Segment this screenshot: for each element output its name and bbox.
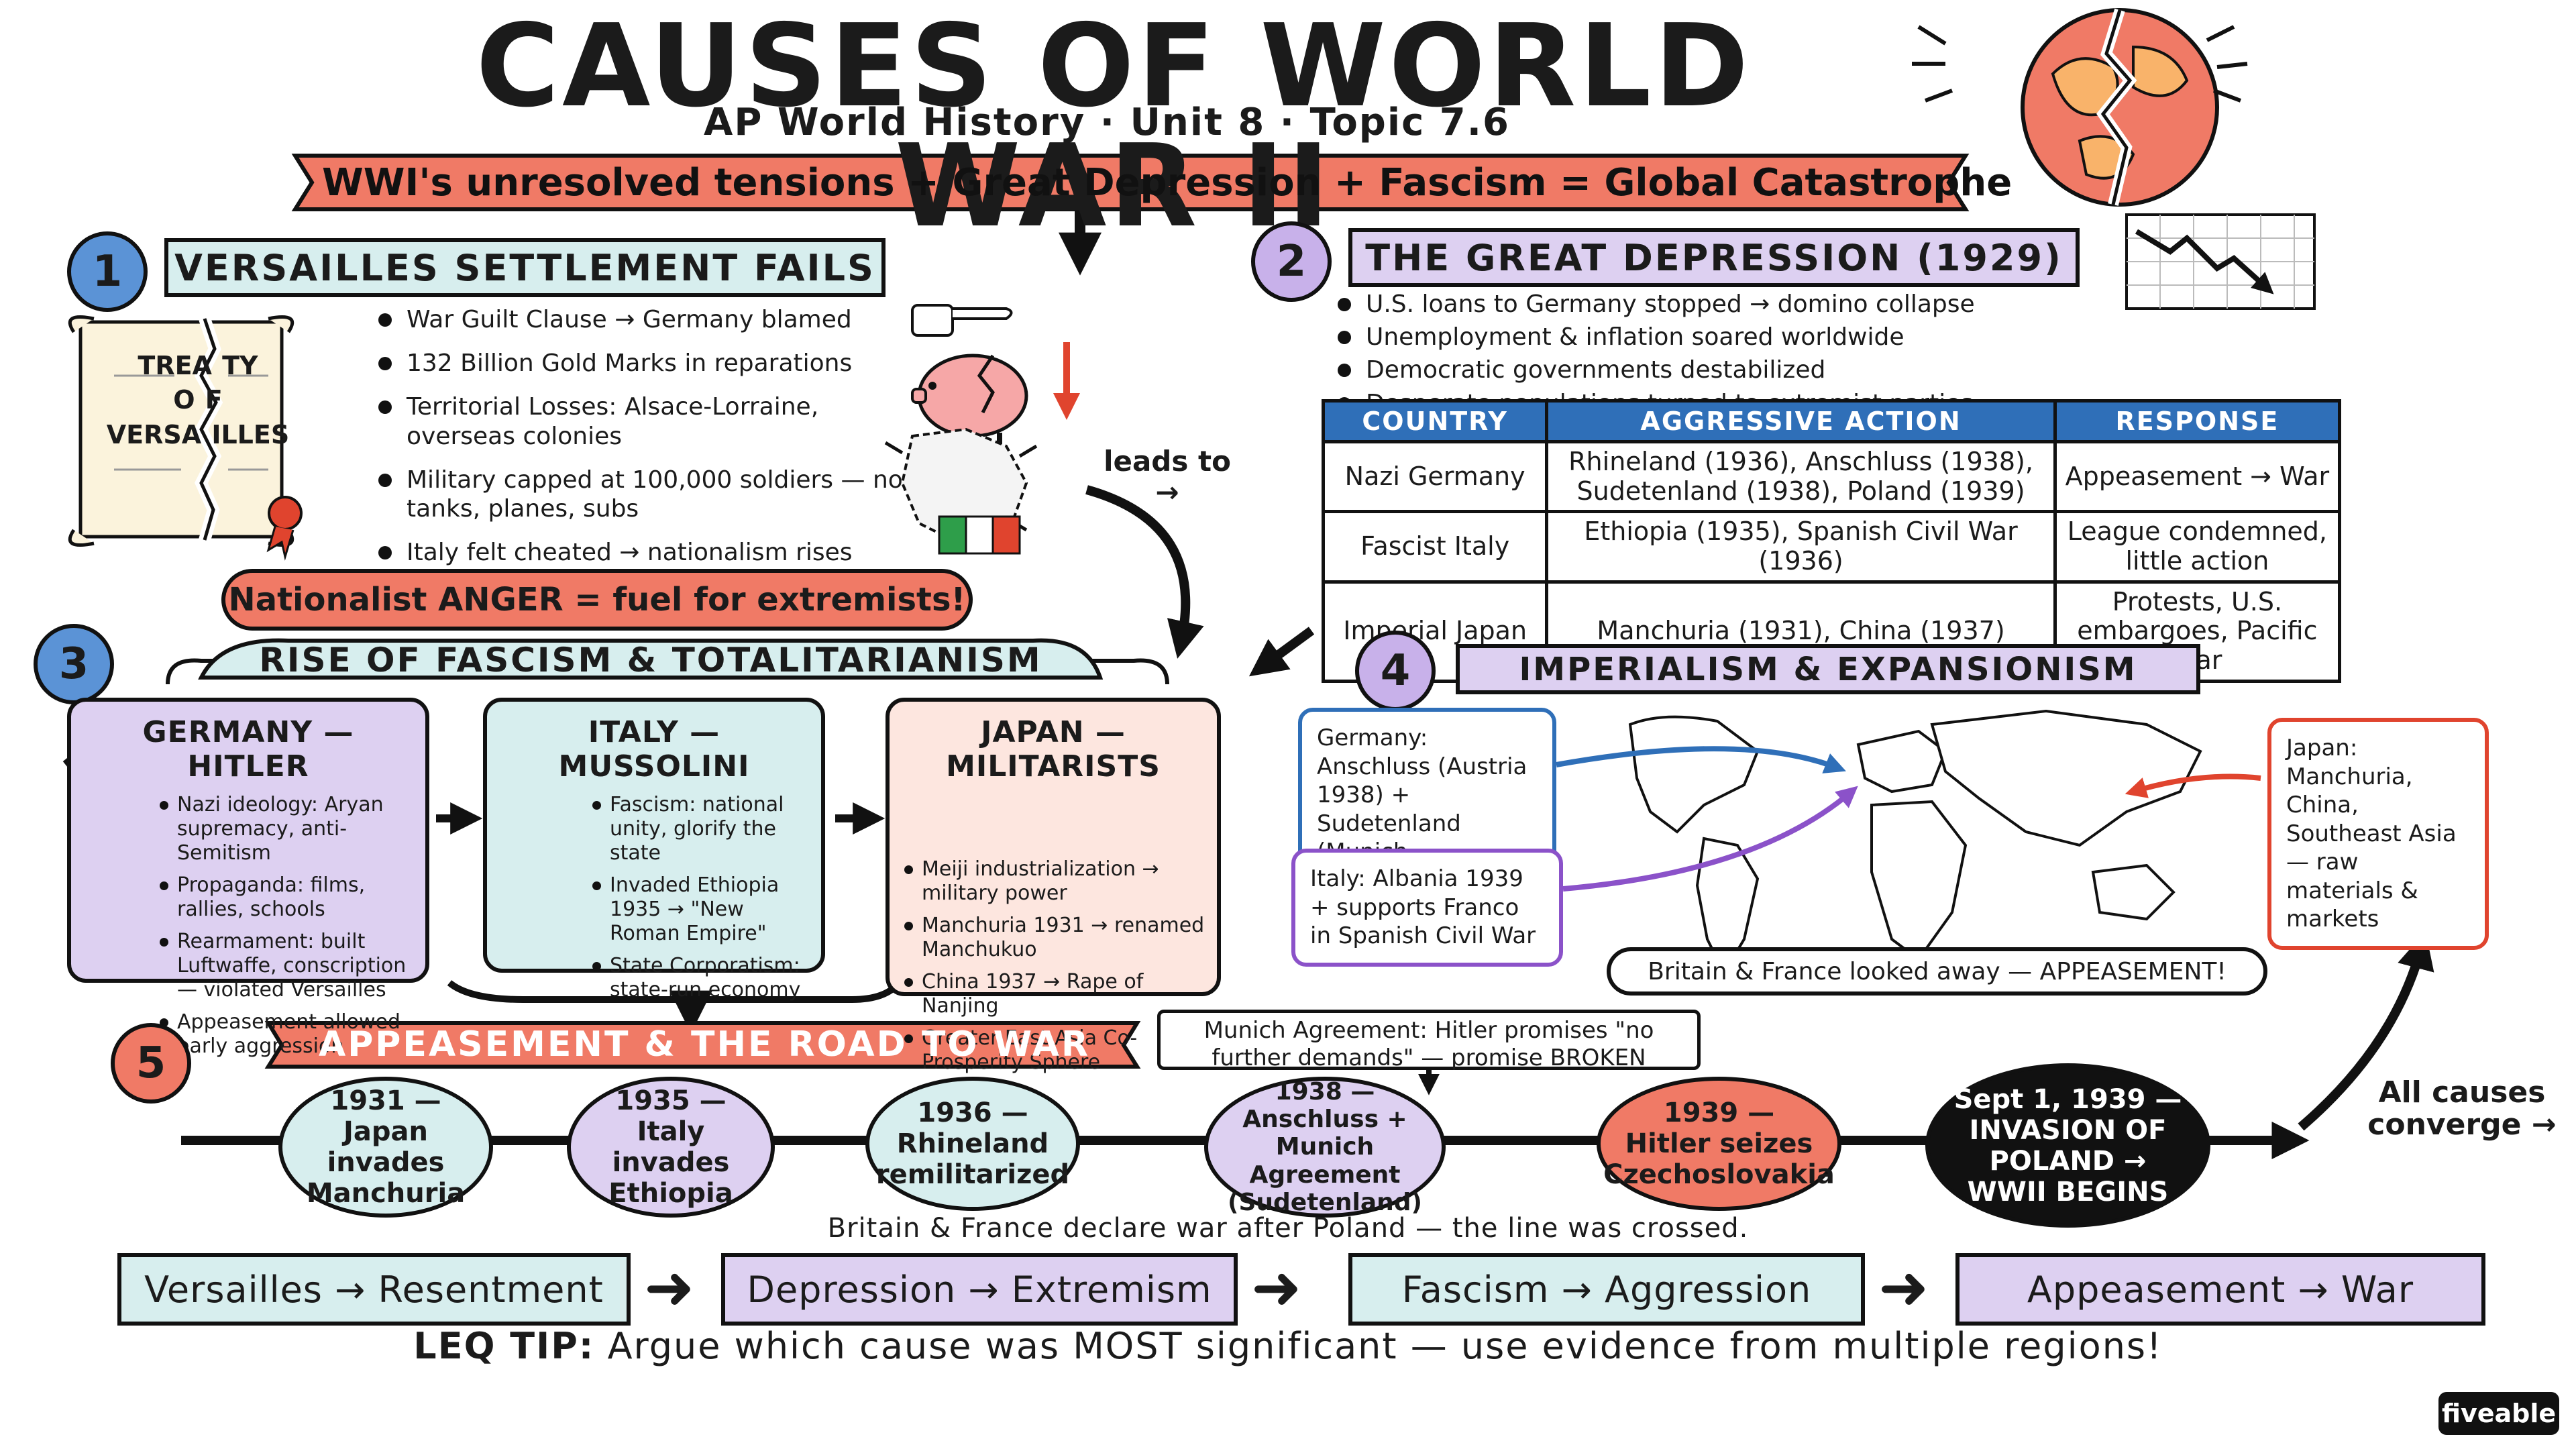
table-header-country: COUNTRY [1321, 399, 1549, 443]
germany-hitler-box: GERMANY — HITLER Nazi ideology: Aryan su… [67, 698, 429, 1058]
main-title: CAUSES OF WORLD WAR II [476, 0, 1752, 253]
treaty-text: TREA TY O F VERSA ILLES [101, 349, 295, 452]
summary-depression: Depression → Extremism [721, 1253, 1238, 1326]
bullet-us-loans: U.S. loans to Germany stopped → domino c… [1335, 290, 2207, 319]
list-item: Invaded Ethiopia 1935 → "New Roman Empir… [590, 873, 809, 946]
aggression-table-wrapper: COUNTRY AGGRESSIVE ACTION RESPONSE Nazi … [1321, 399, 2342, 683]
list-item: Meiji industrialization → military power [902, 857, 1205, 906]
table-cell: Appeasement → War [2053, 439, 2342, 514]
table-cell: League condemned, little action [2053, 510, 2342, 584]
italian-flag-icon [938, 515, 1021, 555]
germany-title: GERMANY — HITLER [142, 715, 354, 784]
leq-tip-label: LEQ TIP: [413, 1325, 595, 1367]
section-1-number: 1 [67, 231, 148, 312]
bullet-military-cap: Military capped at 100,000 soldiers — no… [376, 466, 912, 523]
declare-war-note: Britain & France declare war after Polan… [827, 1213, 1749, 1244]
summary-arrow-icon: ➜ [1878, 1252, 1929, 1323]
leads-to-label: leads to → [1104, 445, 1231, 509]
table-header-action: AGGRESSIVE ACTION [1545, 399, 2057, 443]
list-item: Greater East Asia Co-Prosperity Sphere [902, 1026, 1205, 1075]
table-cell: Nazi Germany [1321, 439, 1549, 514]
japan-bullets: Meiji industrialization → military power… [902, 857, 1205, 1075]
summary-appeasement: Appeasement → War [1955, 1253, 2485, 1326]
subtitle: AP World History · Unit 8 · Topic 7.6 [704, 101, 1510, 144]
italy-expansion-callout: Italy: Albania 1939 + supports Franco in… [1291, 849, 1563, 967]
section-4-number: 4 [1355, 631, 1436, 711]
list-item: Propaganda: films, rallies, schools [157, 873, 413, 922]
list-item: Nazi ideology: Aryan supremacy, anti-Sem… [157, 793, 413, 865]
japan-title: JAPAN — MILITARISTS [946, 715, 1161, 784]
summary-versailles: Versailles → Resentment [117, 1253, 631, 1326]
event-1939-poland: Sept 1, 1939 — INVASION OF POLAND → WWII… [1925, 1063, 2210, 1228]
bullet-unemployment: Unemployment & inflation soared worldwid… [1335, 323, 2207, 352]
treaty-line: VERSA ILLES [106, 419, 290, 449]
table-cell: Rhineland (1936), Anschluss (1938), Sude… [1545, 439, 2057, 514]
event-1939-czechoslovakia: 1939 — Hitler seizes Czechoslovakia [1597, 1077, 1841, 1211]
table-cell: Ethiopia (1935), Spanish Civil War (1936… [1545, 510, 2057, 584]
bullet-reparations: 132 Billion Gold Marks in reparations [376, 349, 912, 378]
section-5-number: 5 [111, 1023, 191, 1104]
broken-piggy-bank-icon [911, 342, 1080, 449]
treaty-line: O F [173, 385, 223, 415]
pointing-hand-icon [911, 304, 1013, 337]
germany-bullets: Nazi ideology: Aryan supremacy, anti-Sem… [157, 793, 413, 1059]
section-4-title: IMPERIALISM & EXPANSIONISM [1456, 644, 2200, 694]
thesis-banner: WWI's unresolved tensions + Great Depres… [322, 161, 2012, 205]
appeasement-caption: Britain & France looked away — APPEASEME… [1607, 947, 2267, 996]
world-map-icon [1628, 709, 2202, 976]
bullet-territorial-losses: Territorial Losses: Alsace-Lorraine, ove… [376, 392, 912, 450]
summary-arrow-icon: ➜ [644, 1252, 695, 1323]
event-1936-rhineland: 1936 — Rhineland remilitarized [865, 1077, 1080, 1211]
table-header-response: RESPONSE [2053, 399, 2342, 443]
treaty-line: TREA TY [138, 351, 258, 380]
event-1938-munich: 1938 — Anschluss + Munich Agreement (Sud… [1204, 1077, 1446, 1218]
event-1931-manchuria: 1931 — Japan invades Manchuria [278, 1077, 493, 1218]
all-causes-converge-label: All causes converge → [2367, 1075, 2557, 1142]
list-item: Rearmament: built Luftwaffe, conscriptio… [157, 930, 413, 1002]
fiveable-logo: fiveable [2438, 1392, 2559, 1435]
leq-tip: LEQ TIP: Argue which cause was MOST sign… [0, 1325, 2576, 1367]
italy-mussolini-box: ITALY — MUSSOLINI Fascism: national unit… [483, 698, 825, 1002]
section-5-title: APPEASEMENT & THE ROAD TO WAR [318, 1024, 1091, 1065]
bullet-italy-cheated: Italy felt cheated → nationalism rises [376, 538, 912, 567]
table-cell: Fascist Italy [1321, 510, 1549, 584]
section-2-number: 2 [1251, 221, 1332, 302]
bullet-war-guilt: War Guilt Clause → Germany blamed [376, 305, 912, 334]
versailles-bullets: War Guilt Clause → Germany blamed 132 Bi… [376, 305, 912, 582]
section-3-title: RISE OF FASCISM & TOTALITARIANISM [259, 641, 1042, 680]
summary-arrow-icon: ➜ [1251, 1252, 1302, 1323]
nationalist-anger-callout: Nationalist ANGER = fuel for extremists! [221, 569, 973, 631]
italy-title: ITALY — MUSSOLINI [558, 715, 750, 784]
list-item: Appeasement allowed early aggression [157, 1010, 413, 1059]
section-1-title: VERSAILLES SETTLEMENT FAILS [164, 238, 885, 297]
list-item: State Corporatism: state-run economy [590, 954, 809, 1002]
munich-agreement-note: Munich Agreement: Hitler promises "no fu… [1157, 1010, 1701, 1071]
section-3-number: 3 [34, 624, 114, 704]
italy-bullets: Fascism: national unity, glorify the sta… [590, 793, 809, 1002]
list-item: Manchuria 1931 → renamed Manchukuo [902, 914, 1205, 962]
summary-fascism: Fascism → Aggression [1348, 1253, 1865, 1326]
japan-militarists-box: JAPAN — MILITARISTS Meiji industrializat… [885, 698, 1221, 1074]
section-2-title: THE GREAT DEPRESSION (1929) [1348, 228, 2080, 287]
list-item: China 1937 → Rape of Nanjing [902, 970, 1205, 1018]
table-row: Nazi Germany Rhineland (1936), Anschluss… [1321, 439, 2342, 514]
table-row: Fascist Italy Ethiopia (1935), Spanish C… [1321, 510, 2342, 584]
leq-tip-text: Argue which cause was MOST significant —… [607, 1325, 2163, 1367]
event-1935-ethiopia: 1935 — Italy invades Ethiopia [567, 1077, 775, 1218]
aggression-table: COUNTRY AGGRESSIVE ACTION RESPONSE Nazi … [1321, 399, 2342, 683]
list-item: Fascism: national unity, glorify the sta… [590, 793, 809, 865]
japan-expansion-callout: Japan: Manchuria, China, Southeast Asia … [2267, 718, 2489, 950]
bullet-democracies: Democratic governments destabilized [1335, 356, 2207, 384]
